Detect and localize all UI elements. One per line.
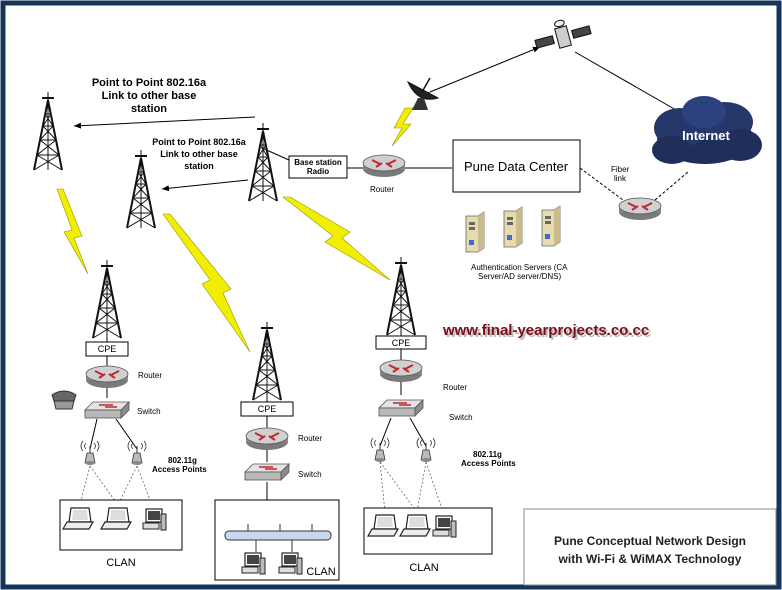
tower-icon [33,91,63,171]
lightning-icon [282,196,391,281]
router-label: Router [443,383,467,392]
router-icon [85,365,129,389]
lan-bus-bar [224,530,332,541]
desktop-icon [142,508,167,531]
p2p-mid-label-line1: Point to Point 802.16a [152,137,247,147]
watermark-shadow: www.final-yearprojects.co.cc [444,324,651,341]
cloud-icon [652,96,762,164]
cpe-label: CPE [392,338,411,348]
satellite-icon [534,19,592,49]
p2p-mid-label-line2: Link to other base [160,149,238,159]
desktop-icon [432,515,457,538]
fiber-link-label-line2: link [614,174,627,183]
router-icon [379,359,423,383]
desktop-icon [278,552,303,575]
cpe-box [375,335,427,350]
access-point-icon [127,440,147,466]
satellite-link [422,46,541,98]
base-station-radio-label-line2: Radio [307,167,329,176]
switch-label: Switch [298,470,322,479]
clan-label: CLAN [106,557,135,569]
access-point-icon [416,437,436,463]
p2p-top-label-line2: Link to other base [102,90,197,102]
wireless-links [56,107,414,353]
data-center-label: Pune Data Center [464,159,569,174]
internet-label: Internet [682,128,730,143]
lightning-icon [391,107,414,147]
lightning-icon [56,188,89,275]
switch-icon [244,463,290,481]
fiber-link-label-line1: Fiber [611,165,630,174]
watermark-text: www.final-yearprojects.co.cc [442,322,649,339]
cpe-label: CPE [98,344,117,354]
server-icon [541,205,561,247]
access-points-label-line1: 802.11g [473,450,502,459]
p2p-top-label-line3: station [131,103,167,115]
switch-label: Switch [449,413,473,422]
tower-icon [386,256,416,336]
router-label: Router [298,434,322,443]
access-points-label-line2: Access Points [152,465,207,474]
telephone-icon [51,390,77,410]
lightning-icon [162,213,251,353]
main-router-label: Router [370,185,394,194]
switch-label: Switch [137,407,161,416]
p2p-top-label-line1: Point to Point 802.16a [92,77,207,89]
cpe-label: CPE [258,404,277,414]
router-icon [362,154,406,178]
auth-servers-label-line1: Authentication Servers (CA [471,263,568,272]
access-points-label-line2: Access Points [461,459,516,468]
cpe-box [240,401,294,417]
tower-icon [252,321,282,401]
p2p-mid-arrow [161,179,249,192]
auth-servers-label-line2: Server/AD server/DNS) [478,272,561,281]
base-station-radio-label-line1: Base station [294,158,342,167]
data-center-box [452,139,581,193]
switch-icon [84,401,130,419]
desktop-icon [241,552,266,575]
tower-icon [126,149,156,229]
base-station-radio-box [288,155,348,179]
tower-icon [248,122,278,202]
access-points-label-line1: 802.11g [168,456,197,465]
p2p-mid-label-line3: station [184,161,214,171]
title-line2: with Wi-Fi & WiMAX Technology [558,552,742,566]
server-icon [465,211,485,253]
server-icon [503,206,523,248]
title-box [523,508,777,586]
access-point-icon [80,440,100,466]
access-point-icon [370,437,390,463]
switch-icon [378,399,424,417]
connection-lines [73,46,691,513]
title-line1: Pune Conceptual Network Design [554,534,746,548]
clan-label: CLAN [409,562,438,574]
router-icon [618,197,662,221]
p2p-top-arrow [73,116,256,129]
clan-label: CLAN [306,566,335,578]
cpe-box [85,341,129,357]
router-label: Router [138,371,162,380]
dish-icon [406,77,440,110]
router-icon [245,427,289,451]
satellite-internet-link [574,51,691,119]
tower-icon [92,259,122,339]
